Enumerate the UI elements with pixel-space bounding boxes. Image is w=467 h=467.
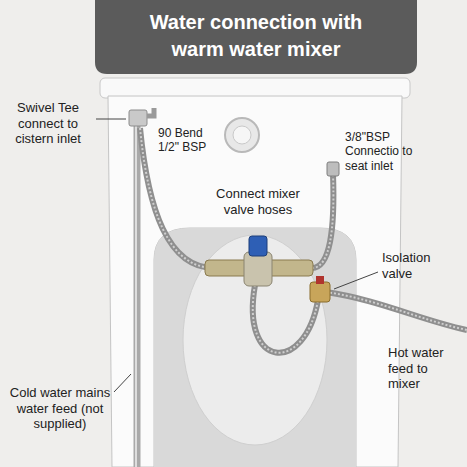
seat-hose-weave — [312, 174, 333, 268]
title-wrap: Water connection with warm water mixer — [131, 9, 381, 63]
callout-label: Cold water mains water feed (not supplie… — [6, 385, 114, 432]
label-wrap: Hot water feed to mixer — [388, 345, 460, 392]
cold-pipe — [134, 116, 141, 467]
label-wrap: Isolation valve — [382, 250, 457, 281]
hot-hose-weave — [326, 292, 467, 330]
label-wrap: Swivel Tee connect to cistern inlet — [4, 100, 92, 147]
diagram-title: Water connection with warm water mixer — [131, 9, 381, 63]
hot-hose — [326, 292, 467, 330]
outlet-hole — [225, 118, 259, 152]
callout-label: Hot water feed to mixer — [388, 345, 460, 392]
loop-hose — [253, 285, 318, 353]
label-wrap: 90 Bend 1/2" BSP — [158, 126, 220, 155]
callout-label: Swivel Tee connect to cistern inlet — [4, 100, 92, 147]
toilet-cavity — [154, 228, 356, 467]
cold-pipe-shine — [135, 116, 137, 467]
leader-line — [96, 119, 126, 120]
leader-line — [334, 272, 378, 289]
swivel-tee — [129, 110, 147, 126]
label-wrap: Cold water mains water feed (not supplie… — [6, 385, 114, 432]
mixer-body — [244, 252, 272, 286]
callout-label: 90 Bend 1/2" BSP — [158, 126, 220, 155]
label-wrap: 3/8"BSP Connectio to seat inlet — [345, 130, 425, 173]
title-banner — [95, 0, 417, 74]
mixer-cap — [249, 236, 267, 256]
cistern-lid — [100, 78, 410, 98]
seat-hose — [312, 174, 333, 268]
label-wrap: Connect mixer valve hoses — [208, 186, 308, 217]
callout-label: Isolation valve — [382, 250, 457, 281]
bend-fitting — [147, 108, 154, 116]
toilet-bowl — [183, 235, 327, 445]
callout-label: Connect mixer valve hoses — [208, 186, 308, 217]
leader-line — [114, 374, 131, 392]
valve-handle — [316, 276, 324, 284]
seat-inlet-fitting — [327, 162, 339, 176]
isolation-valve — [310, 282, 330, 302]
outlet-hole-inner — [233, 126, 251, 144]
callout-label: 3/8"BSP Connectio to seat inlet — [345, 130, 425, 173]
loop-hose-weave — [253, 285, 318, 353]
